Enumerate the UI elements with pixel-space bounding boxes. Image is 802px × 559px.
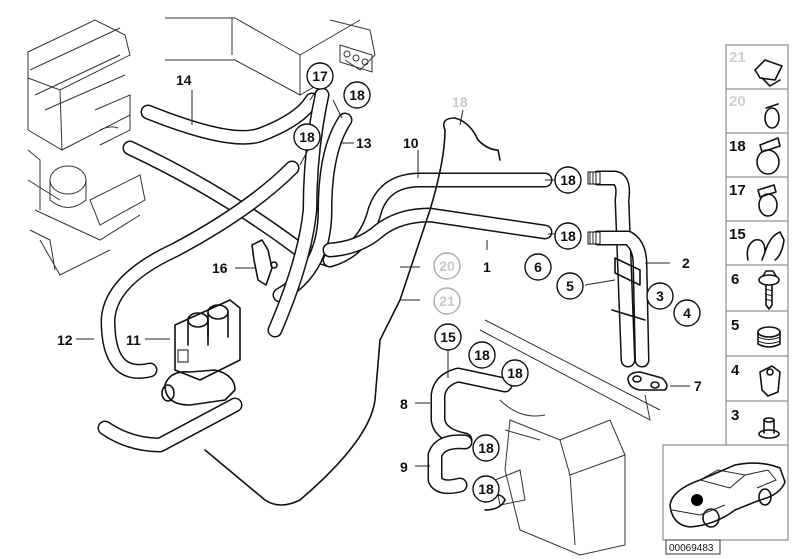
legend-item-21[interactable]: 21 — [725, 44, 789, 90]
svg-text:18: 18 — [349, 87, 365, 103]
callout-2[interactable]: 2 — [682, 255, 690, 271]
vehicle-locator: 00069483 — [662, 444, 789, 555]
hose-14[interactable] — [140, 92, 320, 145]
screw-icon — [758, 270, 780, 310]
clip-16[interactable] — [251, 239, 278, 286]
callout-18-e[interactable]: 18 — [468, 341, 496, 369]
callout-18-h[interactable]: 18 — [472, 475, 500, 503]
location-marker — [691, 494, 703, 506]
svg-text:17: 17 — [729, 182, 746, 199]
legend-item-4[interactable]: 4 — [725, 355, 789, 402]
callout-20[interactable]: 20 — [433, 252, 461, 280]
hose-18-branch[interactable] — [100, 160, 300, 379]
svg-text:4: 4 — [731, 362, 740, 379]
hose-clamp-screw-icon — [757, 184, 778, 217]
svg-text:15: 15 — [440, 329, 456, 345]
svg-text:18: 18 — [560, 228, 576, 244]
legend-item-20[interactable]: 20 — [725, 88, 789, 134]
clip-icon — [754, 59, 783, 87]
svg-text:17: 17 — [312, 68, 328, 84]
pipe-2[interactable] — [587, 170, 650, 368]
callout-14[interactable]: 14 — [176, 72, 192, 88]
heater-box-illustration — [165, 17, 376, 96]
grommet-plate-7[interactable] — [627, 371, 668, 391]
callout-6[interactable]: 6 — [524, 253, 552, 281]
water-valve-11[interactable] — [161, 299, 241, 406]
svg-text:18: 18 — [478, 481, 494, 497]
callout-19[interactable]: 18 — [452, 94, 468, 110]
callout-18-g[interactable]: 18 — [472, 434, 500, 462]
svg-text:3: 3 — [731, 407, 739, 424]
svg-text:5: 5 — [566, 278, 574, 294]
callout-16[interactable]: 16 — [212, 260, 228, 276]
svg-text:3: 3 — [656, 288, 664, 304]
callout-12[interactable]: 12 — [57, 332, 73, 348]
callout-5[interactable]: 5 — [556, 272, 584, 300]
callout-18-f[interactable]: 18 — [501, 359, 529, 387]
svg-text:6: 6 — [534, 259, 542, 275]
leader-lines — [76, 87, 690, 467]
callout-1[interactable]: 1 — [483, 259, 491, 275]
grommet-icon — [757, 326, 781, 348]
hose-clamp-small-icon — [764, 103, 780, 129]
callout-3[interactable]: 3 — [646, 282, 674, 310]
document-number-box — [665, 539, 721, 555]
callout-labels: 14 13 10 18 1 2 7 16 12 11 8 9 — [57, 72, 702, 475]
svg-text:18: 18 — [560, 172, 576, 188]
heater-unit-illustration — [479, 319, 661, 556]
svg-text:6: 6 — [731, 271, 739, 288]
svg-text:21: 21 — [439, 293, 455, 309]
svg-text:18: 18 — [474, 347, 490, 363]
svg-text:18: 18 — [299, 129, 315, 145]
svg-text:21: 21 — [729, 49, 746, 66]
legend-item-5[interactable]: 5 — [725, 310, 789, 357]
hose-12-upper[interactable] — [122, 140, 338, 268]
svg-text:20: 20 — [729, 93, 746, 110]
hose-8[interactable] — [430, 367, 513, 448]
parts-legend: 21 20 18 17 — [725, 44, 789, 446]
callout-7[interactable]: 7 — [694, 378, 702, 394]
callout-18-a[interactable]: 18 — [343, 81, 371, 109]
hose-1[interactable] — [322, 207, 553, 258]
capillary-tube-19[interactable] — [204, 117, 501, 506]
legend-item-18[interactable]: 18 — [725, 132, 789, 178]
callout-9[interactable]: 9 — [400, 459, 408, 475]
callout-18-b[interactable]: 18 — [293, 123, 321, 151]
engine-block-illustration — [27, 19, 146, 276]
svg-text:20: 20 — [439, 258, 455, 274]
car-locator-icon — [669, 462, 786, 528]
callout-10[interactable]: 10 — [403, 135, 419, 151]
callout-18-c[interactable]: 18 — [554, 166, 582, 194]
legend-item-6[interactable]: 6 — [725, 264, 789, 312]
svg-text:5: 5 — [731, 317, 739, 334]
legend-item-15[interactable]: 15 — [725, 220, 789, 266]
callout-15[interactable]: 15 — [434, 323, 462, 351]
callout-8[interactable]: 8 — [400, 396, 408, 412]
legend-item-3[interactable]: 3 — [725, 400, 789, 446]
hose-lower-long[interactable] — [97, 397, 243, 453]
circled-callouts: 17 18 18 18 18 6 5 3 — [293, 62, 701, 503]
double-clip-icon — [746, 231, 785, 261]
spacer-icon — [758, 417, 780, 439]
svg-text:18: 18 — [729, 138, 746, 155]
nut-clip-icon — [759, 365, 781, 397]
callout-11[interactable]: 11 — [126, 332, 141, 348]
document-number: 00069483 — [669, 543, 714, 554]
svg-text:15: 15 — [729, 226, 746, 243]
svg-text:18: 18 — [507, 365, 523, 381]
svg-text:4: 4 — [683, 305, 691, 321]
callout-18-d[interactable]: 18 — [554, 222, 582, 250]
svg-text:18: 18 — [478, 440, 494, 456]
callout-17[interactable]: 17 — [306, 62, 334, 90]
callout-21[interactable]: 21 — [433, 287, 461, 315]
legend-item-17[interactable]: 17 — [725, 176, 789, 222]
hose-9[interactable] — [427, 434, 473, 495]
callout-4[interactable]: 4 — [673, 299, 701, 327]
callout-13[interactable]: 13 — [356, 135, 372, 151]
hose-clamp-screw-icon — [756, 137, 781, 175]
